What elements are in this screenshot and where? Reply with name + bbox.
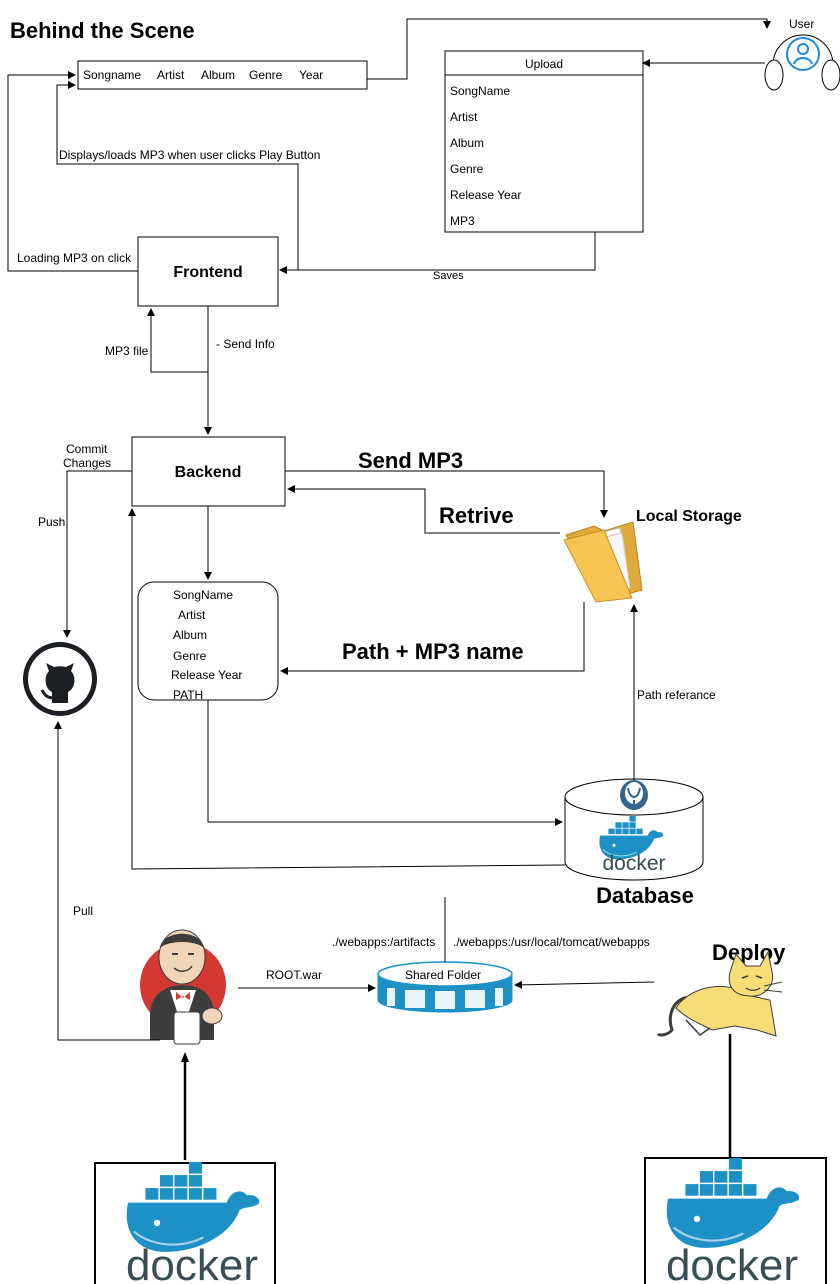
metadata-box: SongName Artist Album Genre Release Year…: [137, 581, 279, 702]
jenkins-icon: [140, 929, 226, 1045]
edge-label-loading: Loading MP3 on click: [17, 251, 132, 265]
user-icon: User: [764, 17, 840, 91]
database-label: Database: [596, 883, 694, 908]
edge-label-commit-1: Commit: [66, 442, 108, 456]
upload-field-album: Album: [450, 136, 484, 150]
docker-wordmark-right: docker: [666, 1241, 798, 1284]
docker-wordmark-left: docker: [126, 1241, 258, 1284]
edge-label-send-mp3: Send MP3: [358, 448, 463, 473]
meta-field-genre: Genre: [173, 649, 207, 663]
edge-label-path-mp3: Path + MP3 name: [342, 639, 524, 664]
meta-field-album: Album: [173, 628, 207, 642]
upload-field-genre: Genre: [450, 162, 484, 176]
local-storage-label: Local Storage: [636, 508, 742, 525]
tomcat-icon: Deploy: [656, 940, 786, 1037]
edge-label-path-ref: Path referance: [637, 688, 716, 702]
edge-labels: Displays/loads MP3 when user clicks Play…: [17, 148, 716, 982]
song-bar-item-artist: Artist: [157, 68, 185, 82]
song-bar-item-album: Album: [201, 68, 235, 82]
edge-label-saves: Saves: [433, 270, 464, 282]
meta-field-release-year: Release Year: [171, 668, 242, 682]
diagram-title: Behind the Scene: [10, 18, 195, 43]
backend-label: Backend: [175, 464, 242, 481]
backend-box: Backend: [131, 436, 286, 507]
meta-field-path: PATH: [173, 688, 203, 702]
user-label: User: [789, 17, 814, 31]
edges: [7, 18, 771, 1160]
database-docker-wordmark: docker: [602, 852, 665, 875]
song-bar-item-year: Year: [299, 68, 323, 82]
song-bar-item-genre: Genre: [249, 68, 283, 82]
edge-label-pull: Pull: [73, 904, 93, 918]
shared-folder-label: Shared Folder: [405, 968, 481, 982]
meta-field-songname: SongName: [173, 588, 233, 602]
edge-label-artifacts: ./webapps:/artifacts: [332, 935, 435, 949]
edge-label-root-war: ROOT.war: [266, 968, 322, 982]
upload-form: Upload SongName Artist Album Genre Relea…: [444, 50, 644, 233]
postgresql-icon: [620, 780, 648, 810]
upload-field-release-year: Release Year: [450, 188, 521, 202]
docker-box-left: docker: [94, 1160, 276, 1284]
edge-label-push: Push: [38, 515, 65, 529]
edge-label-send-info: - Send Info: [216, 337, 275, 351]
upload-field-songname: SongName: [450, 84, 510, 98]
github-icon: [23, 642, 97, 716]
upload-field-mp3: MP3: [450, 214, 475, 228]
deploy-label: Deploy: [712, 940, 786, 965]
edge-label-commit-2: Changes: [63, 456, 111, 470]
docker-box-right: docker: [644, 1156, 827, 1284]
upload-form-title: Upload: [525, 57, 563, 71]
song-bar-item-songname: Songname: [83, 68, 141, 82]
local-storage-folder-icon: Local Storage: [563, 508, 742, 603]
frontend-box: Frontend: [137, 236, 279, 307]
edge-label-webapps: ./webapps:/usr/local/tomcat/webapps: [453, 935, 650, 949]
upload-field-artist: Artist: [450, 110, 478, 124]
edge-label-displays: Displays/loads MP3 when user clicks Play…: [59, 148, 320, 162]
meta-field-artist: Artist: [178, 608, 206, 622]
database-docker-icon: docker: [598, 815, 666, 875]
song-bar: Songname Artist Album Genre Year: [77, 60, 368, 90]
edge-label-retrive: Retrive: [439, 503, 514, 528]
database-cylinder: docker Database: [564, 778, 704, 908]
edge-label-mp3-file: MP3 file: [105, 344, 149, 358]
frontend-label: Frontend: [173, 264, 242, 281]
shared-folder-cylinder: Shared Folder: [377, 961, 513, 1013]
